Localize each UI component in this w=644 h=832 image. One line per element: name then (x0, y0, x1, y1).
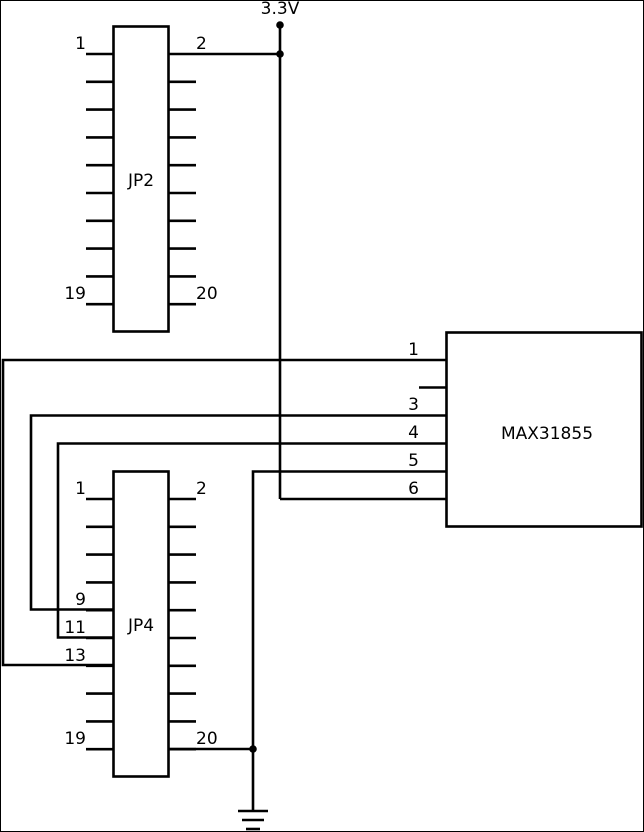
jp2-label: JP2 (127, 171, 154, 191)
wires (1, 52, 446, 810)
wire-max3-to-jp4-9 (29, 414, 446, 611)
jp4-pin1-label: 1 (75, 479, 86, 499)
jp4-header: JP4 1 2 9 11 13 19 20 (64, 470, 218, 778)
jp2-pin19-label: 19 (64, 284, 86, 304)
ground-junction (249, 745, 257, 753)
wire-max5-to-ground (251, 470, 446, 810)
max-pin3-label: 3 (408, 395, 419, 415)
jp2-header: JP2 1 2 19 20 (64, 25, 218, 333)
max31855-chip: MAX31855 1 3 4 5 6 (408, 331, 643, 528)
supply-label: 3.3V (261, 0, 300, 19)
max31855-body (445, 331, 643, 528)
jp4-pin13-label: 13 (64, 646, 86, 666)
jp2-pin-stubs (86, 52, 196, 306)
jp4-pin2-label: 2 (196, 479, 207, 499)
jp2-body (112, 25, 170, 333)
jp4-pin19-label: 19 (64, 729, 86, 749)
max31855-label: MAX31855 (501, 424, 593, 444)
max-pin4-label: 4 (408, 423, 419, 443)
jp4-pin9-label: 9 (75, 590, 86, 610)
wire-max4-to-jp4-11 (56, 442, 446, 639)
wire-max1-to-jp4-13 (1, 358, 446, 667)
jp2-pin1-label: 1 (75, 34, 86, 54)
ground-symbol (238, 809, 268, 831)
max-pin6-label: 6 (408, 479, 419, 499)
max-pin5-label: 5 (408, 451, 419, 471)
jp4-pin20-label: 20 (196, 729, 218, 749)
jp2-pin20-label: 20 (196, 284, 218, 304)
max-pin1-label: 1 (408, 340, 419, 360)
jp4-label: JP4 (127, 616, 154, 636)
supply-3v3: 3.3V (261, 0, 300, 499)
jp4-pin11-label: 11 (64, 618, 86, 638)
jp4-body (112, 470, 170, 778)
jp2-pin2-label: 2 (196, 34, 207, 54)
